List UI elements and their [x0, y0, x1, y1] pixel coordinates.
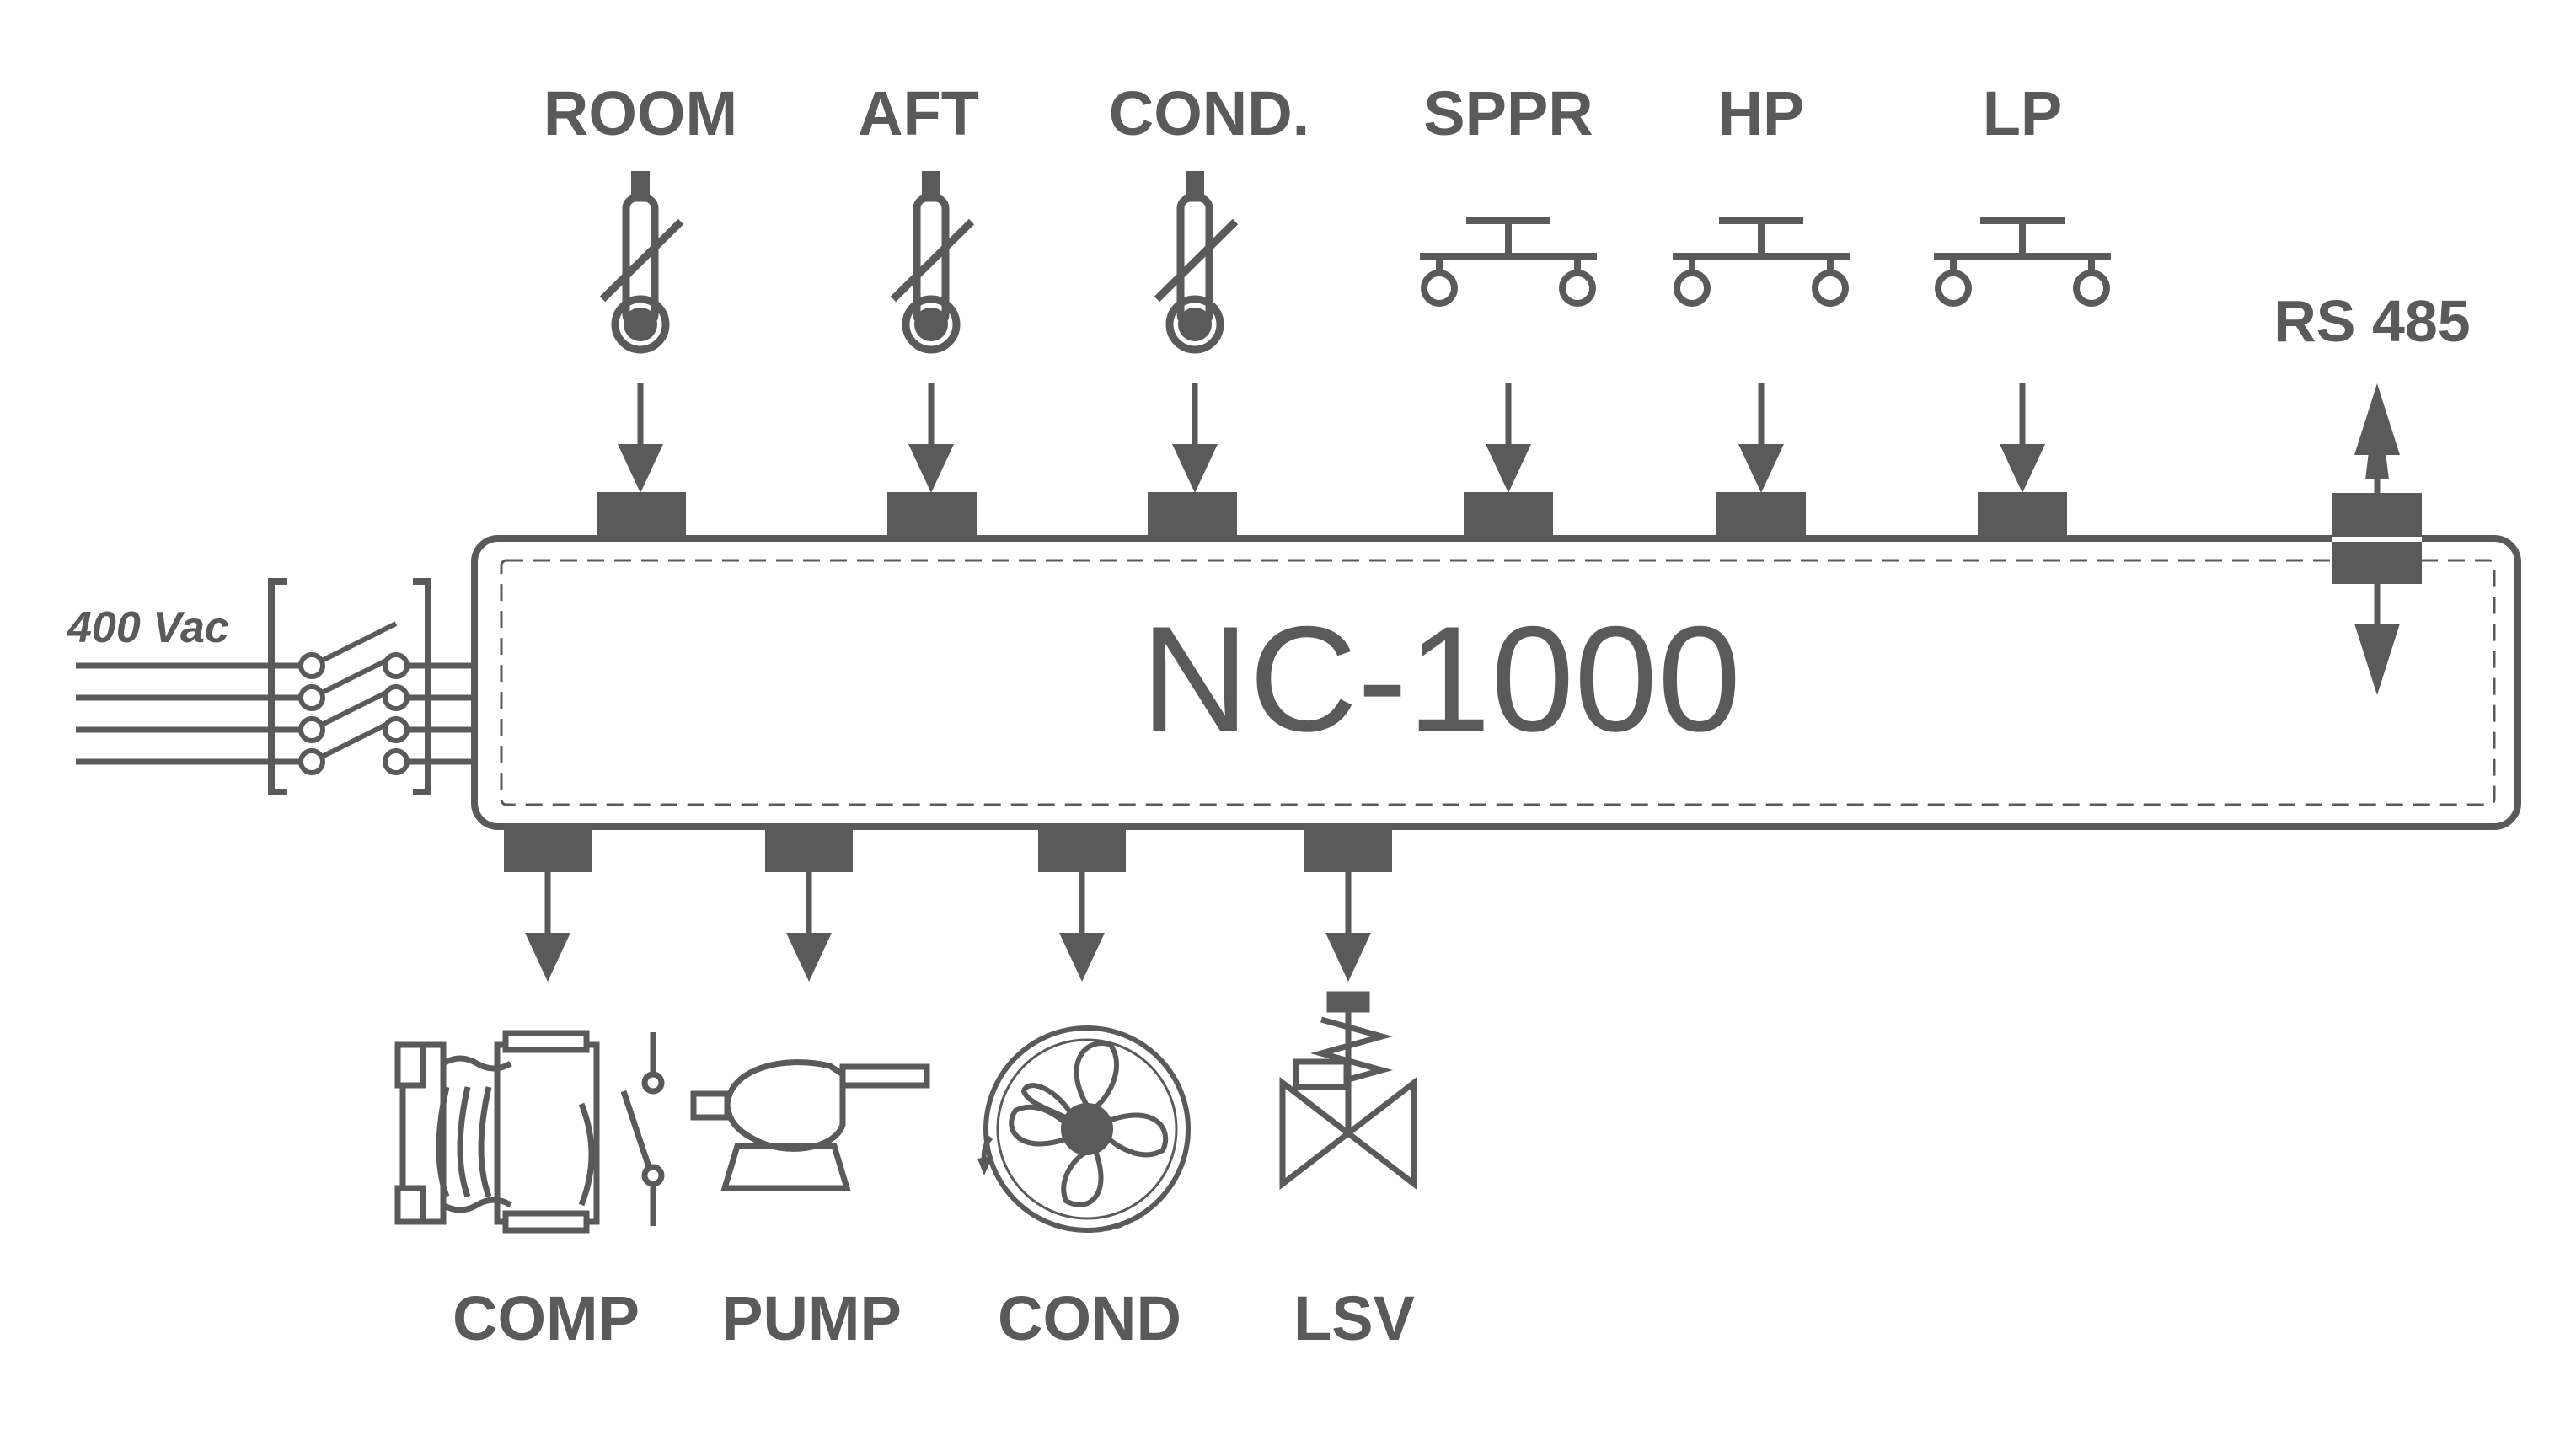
- output-arrow-icon: [525, 872, 570, 982]
- rs485-port-icon: [2332, 383, 2422, 695]
- solenoid-valve-icon: [1279, 991, 1417, 1191]
- input-label-sppr: SPPR: [1423, 78, 1593, 148]
- terminal-cond: [1148, 492, 1237, 538]
- terminal-room: [597, 492, 686, 538]
- input-label-room: ROOM: [544, 78, 737, 148]
- input-arrow-icon: [1738, 383, 1784, 493]
- fan-icon: [977, 1025, 1191, 1233]
- input-arrow-icon: [908, 383, 954, 493]
- power-isolator-switch-icon: [76, 578, 474, 795]
- output-label-comp: COMP: [453, 1283, 640, 1353]
- terminal-aft: [887, 492, 977, 538]
- temperature-probe-icon-cond: [1157, 171, 1235, 350]
- input-label-cond: COND.: [1109, 78, 1309, 148]
- output-label-cond: COND: [998, 1283, 1181, 1353]
- output-arrow-icon: [1325, 872, 1371, 982]
- terminal-cond-out: [1038, 827, 1126, 872]
- pressure-switch-icon-hp: [1673, 221, 1850, 303]
- terminal-hp: [1716, 492, 1806, 538]
- temperature-probe-icon-room: [602, 171, 681, 350]
- input-label-aft: AFT: [858, 78, 979, 148]
- terminal-pump: [765, 827, 853, 872]
- power-label: 400 Vac: [67, 603, 229, 652]
- terminal-lsv: [1304, 827, 1392, 872]
- input-arrow-icon: [2000, 383, 2045, 493]
- pressure-switch-icon-sppr: [1420, 221, 1597, 303]
- input-arrow-icon: [1172, 383, 1218, 493]
- input-label-lp: LP: [1983, 78, 2063, 148]
- terminal-sppr: [1464, 492, 1553, 538]
- output-arrow-icon: [786, 872, 832, 982]
- output-label-lsv: LSV: [1293, 1283, 1415, 1353]
- pressure-switch-icon-lp: [1934, 221, 2111, 303]
- controller-name: NC-1000: [1141, 595, 1741, 763]
- input-arrow-icon: [1486, 383, 1531, 493]
- terminal-lp: [1978, 492, 2067, 538]
- input-label-hp: HP: [1718, 78, 1805, 148]
- compressor-icon: [394, 1030, 665, 1234]
- output-label-pump: PUMP: [721, 1283, 902, 1353]
- controller-unit: NC-1000: [471, 535, 2521, 830]
- terminal-comp: [504, 827, 592, 872]
- input-arrow-icon: [618, 383, 663, 493]
- pump-icon: [690, 1059, 930, 1191]
- rs485-label: RS 485: [2273, 288, 2470, 354]
- output-arrow-icon: [1059, 872, 1105, 982]
- temperature-probe-icon-aft: [893, 171, 972, 350]
